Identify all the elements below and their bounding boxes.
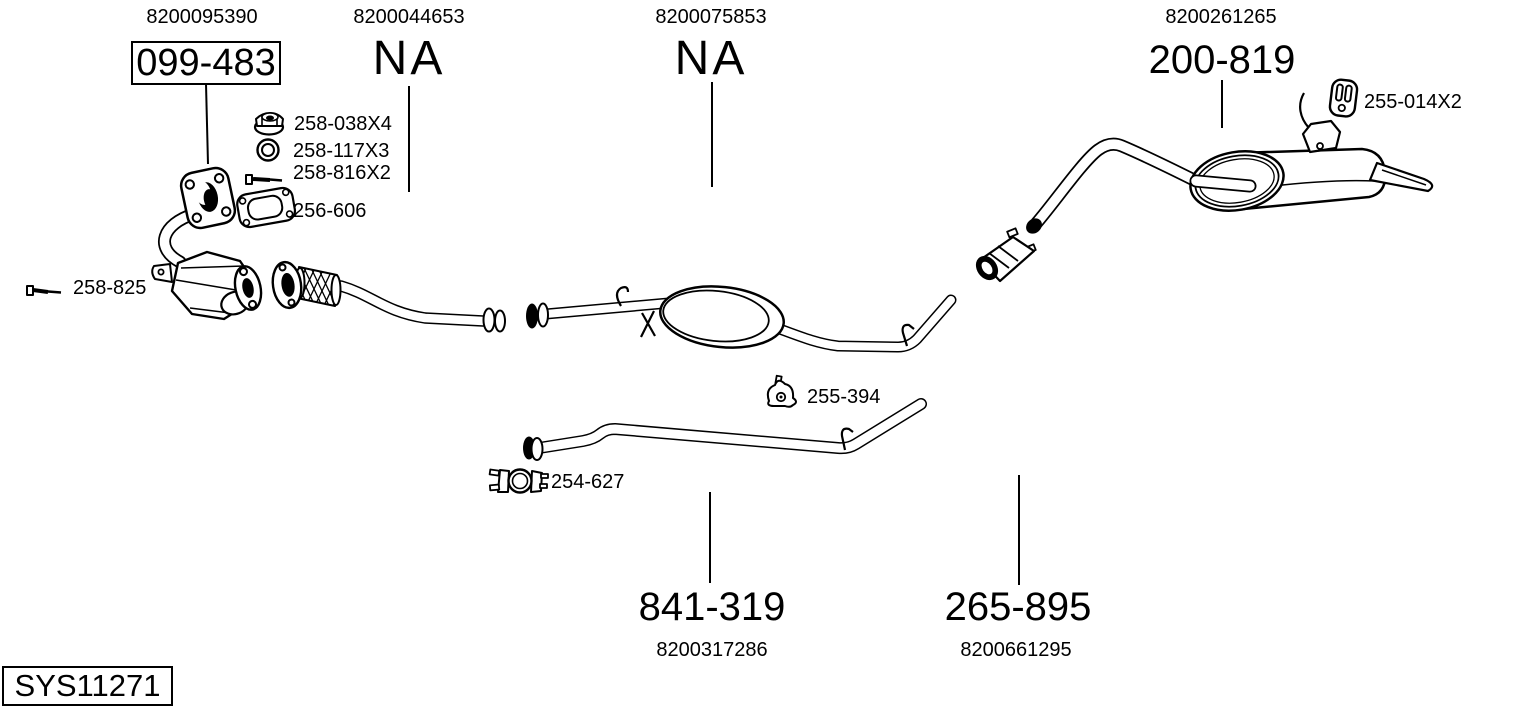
gasket-icon: [236, 186, 297, 229]
oem-number: 8200261265: [1165, 6, 1277, 28]
part-number-box: 099-483: [131, 41, 281, 85]
part-number: NA: [372, 32, 446, 85]
flex-pipe-drawing: [271, 260, 506, 333]
hardware-label: 255-014X2: [1364, 91, 1462, 113]
hardware-label: 258-038X4: [294, 113, 392, 135]
part-number: 200-819: [1148, 38, 1296, 82]
pipe-clamp-icon: [488, 468, 549, 494]
hardware-label: 254-627: [551, 471, 625, 493]
oem-number: 8200095390: [146, 6, 258, 28]
hardware-label: 258-816X2: [293, 162, 391, 184]
system-code-box: SYS11271: [2, 666, 173, 706]
leader-line: [205, 83, 209, 165]
bolt-icon: [245, 174, 283, 185]
front-pipe-catalytic-converter-drawing: [151, 166, 263, 321]
hardware-label: 256-606: [293, 200, 367, 222]
bolt-icon: [26, 285, 62, 296]
hardware-label: 255-394: [807, 386, 881, 408]
flange-nut-icon: [253, 112, 285, 136]
hardware-label: 258-825: [73, 277, 147, 299]
rear-muffler-drawing: [1026, 92, 1434, 234]
rubber-mount-icon: [766, 374, 797, 408]
rubber-hanger-icon: [1328, 78, 1359, 118]
connector-clamp-drawing: [975, 227, 1037, 283]
part-number: 265-895: [944, 585, 1092, 629]
oem-number: 8200044653: [353, 6, 465, 28]
washer-icon: [256, 138, 280, 162]
hardware-label: 258-117X3: [293, 140, 390, 162]
oem-number: 8200075853: [655, 6, 767, 28]
leader-lines: [205, 80, 1223, 585]
oem-number: 8200661295: [960, 639, 1072, 661]
center-muffler-drawing: [526, 285, 957, 353]
oem-number: 8200317286: [656, 639, 768, 661]
part-number: NA: [674, 32, 748, 85]
part-number: 841-319: [638, 585, 786, 629]
center-tail-pipe-drawing: [523, 398, 927, 461]
